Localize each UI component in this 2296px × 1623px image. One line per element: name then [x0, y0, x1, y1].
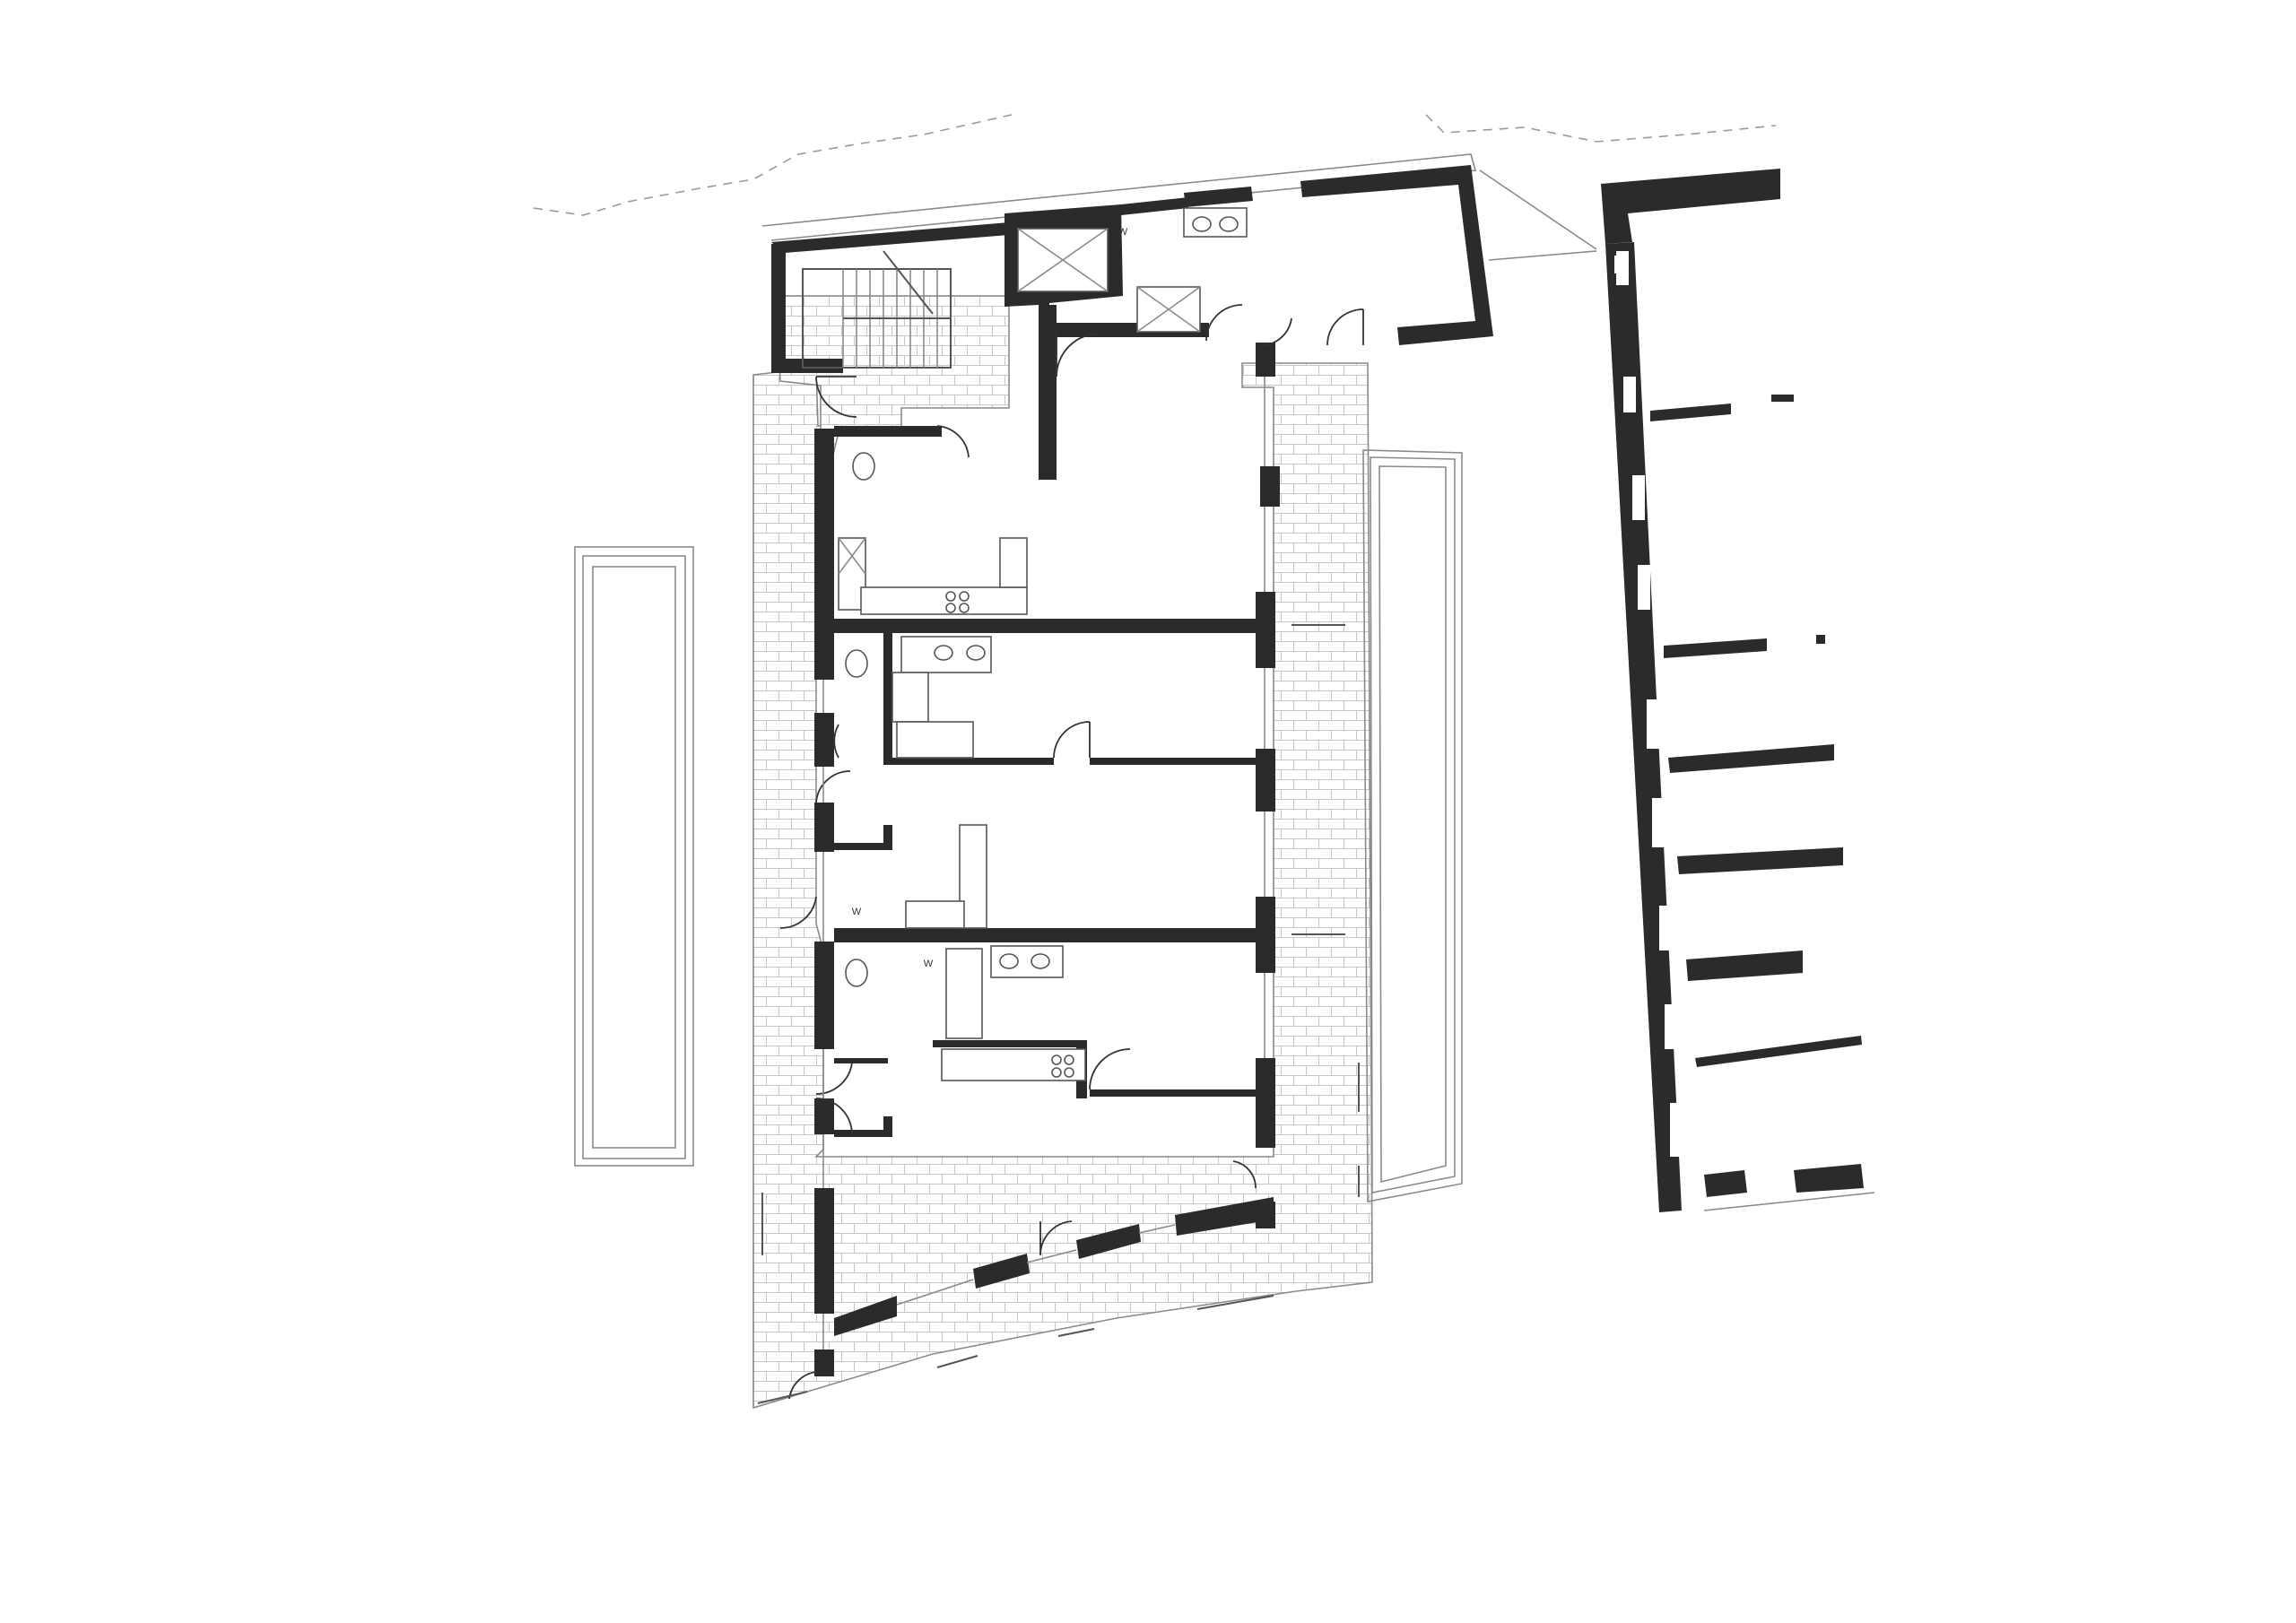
- planter-west: [574, 546, 694, 1167]
- label-w-upper: W: [1118, 227, 1128, 238]
- planter-east: [1362, 449, 1463, 1202]
- neighbouring-building: [1601, 169, 1875, 1212]
- label-w-corridor: W: [852, 907, 862, 917]
- label-w-lower: W: [924, 959, 934, 969]
- stair: [802, 250, 952, 369]
- kitchen-units: [838, 537, 1086, 1081]
- site-boundary-lines: [533, 114, 1777, 216]
- glazing: [757, 377, 1360, 1404]
- lift: [1017, 228, 1201, 333]
- doors: [779, 304, 1364, 1400]
- neighbour-windows: [1616, 251, 1683, 1157]
- bathroom-fixtures: [845, 207, 1248, 1039]
- paved-terrace: [752, 295, 1373, 1410]
